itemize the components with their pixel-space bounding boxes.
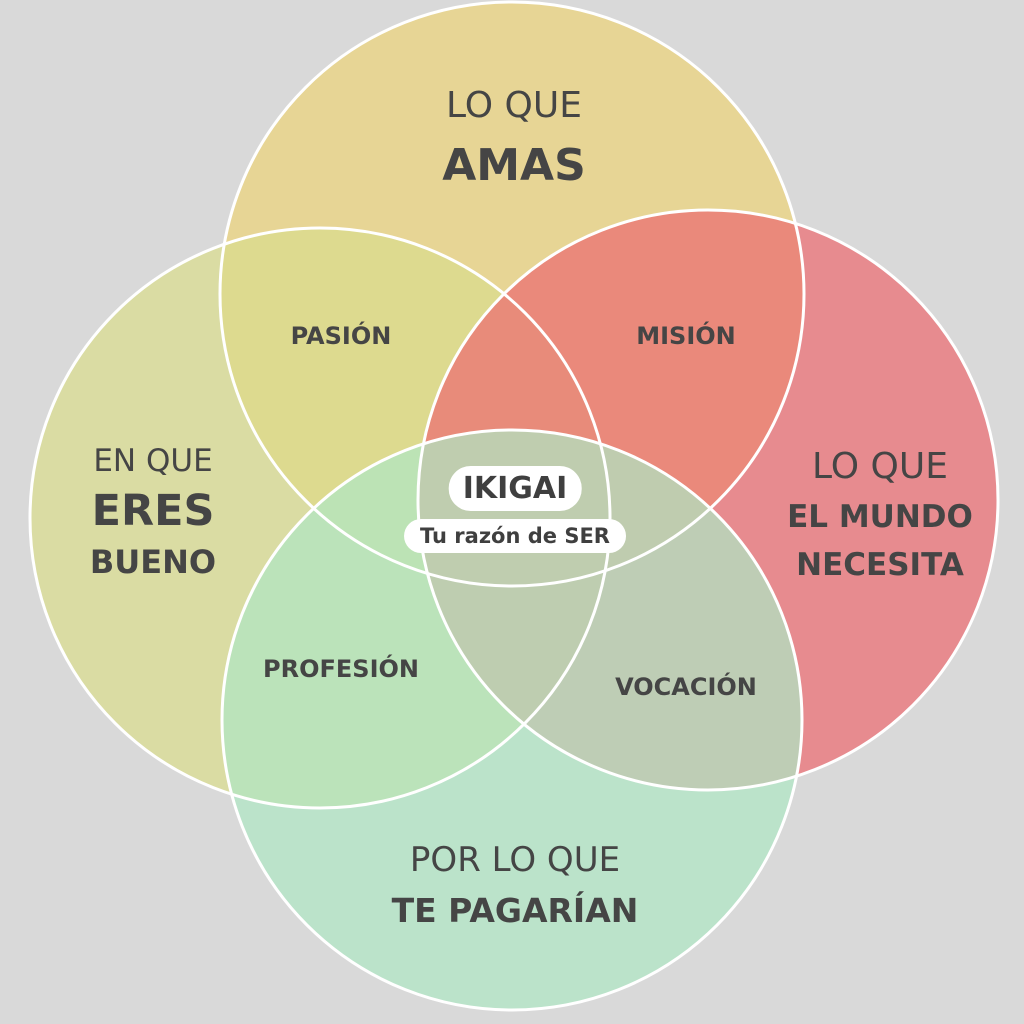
label-vocacion: VOCACIÓN	[615, 673, 757, 701]
label-bueno-line1: EN QUE	[93, 443, 213, 479]
label-mision: MISIÓN	[636, 322, 736, 350]
label-mundo-line2: EL MUNDO	[787, 499, 973, 535]
circle-por-lo-que-te-pagarian	[222, 430, 802, 1010]
label-amas-line2: AMAS	[442, 140, 586, 191]
outline-lo-que-amas	[218, 0, 806, 588]
label-pasion: PASIÓN	[290, 322, 392, 350]
label-amas-line1: LO QUE	[446, 85, 582, 126]
ikigai-title-pill: IKIGAI	[448, 466, 582, 511]
ikigai-subtitle-pill: Tu razón de SER	[404, 519, 626, 553]
label-mundo-line3: NECESITA	[796, 547, 964, 583]
label-profesion: PROFESIÓN	[263, 655, 419, 683]
outline-lo-que-el-mundo-necesita	[416, 208, 1000, 792]
label-pagarian-line2: TE PAGARÍAN	[391, 891, 639, 930]
outline-en-que-eres-bueno	[28, 226, 612, 810]
outline-por-lo-que-te-pagarian	[220, 428, 804, 1012]
label-mundo-line1: LO QUE	[812, 446, 948, 487]
label-pagarian-line1: POR LO QUE	[409, 840, 621, 880]
label-bueno-line2: ERES	[91, 486, 215, 536]
label-bueno-line3: BUENO	[89, 543, 217, 581]
